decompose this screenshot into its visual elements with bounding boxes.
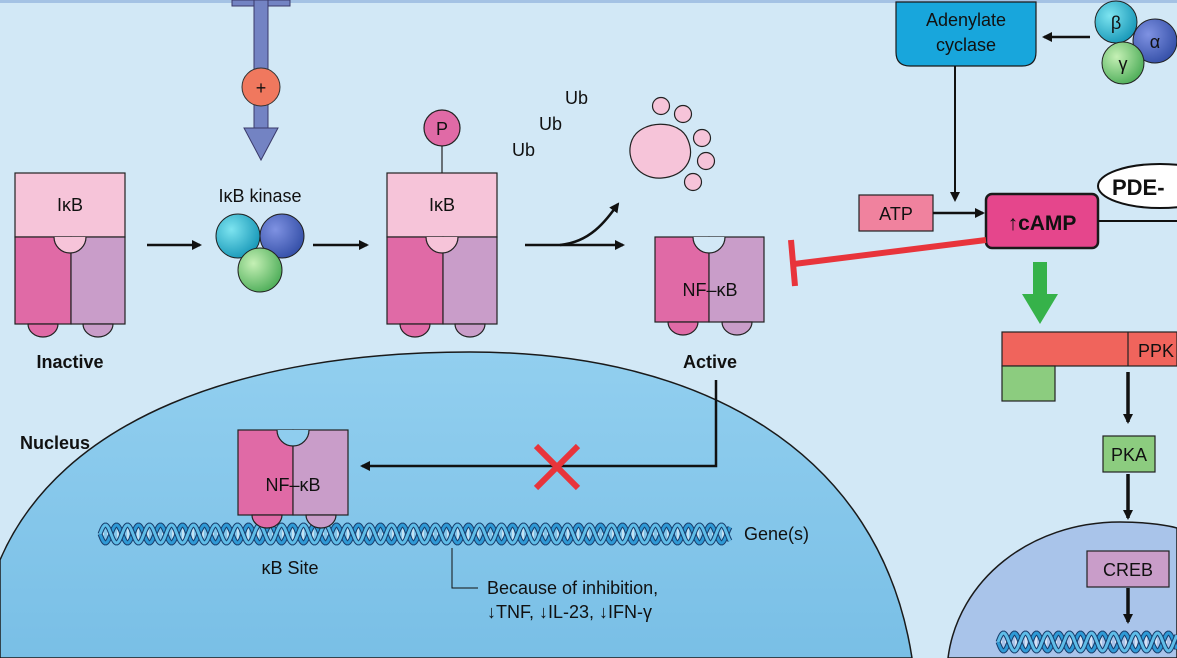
- nfkb-nucleus: NF–κB: [237, 429, 349, 529]
- inactive-label: Inactive: [36, 352, 103, 372]
- inhibition-effects-text: ↓TNF, ↓IL-23, ↓IFN-γ: [487, 602, 652, 622]
- nfkb-active: NF–κB: [654, 236, 765, 336]
- callout-line: [451, 548, 478, 589]
- dna-helix: [97, 522, 733, 546]
- phosphate-label: P: [436, 119, 448, 139]
- ikb-label: IκB: [57, 195, 83, 215]
- activation-arrow: [1022, 262, 1058, 324]
- svg-text:PPK: PPK: [1138, 341, 1174, 361]
- degradation-arrow: [525, 202, 625, 250]
- svg-text:α: α: [1150, 32, 1160, 52]
- svg-text:PDE-: PDE-: [1112, 175, 1165, 200]
- dna-helix-right: [995, 630, 1177, 654]
- svg-text:ATP: ATP: [879, 204, 913, 224]
- adenylate-cyclase: Adenylate cyclase: [895, 1, 1037, 67]
- nfkb-label: NF–κB: [265, 475, 320, 495]
- ikb-nfkb-inactive-complex: IκB: [14, 172, 126, 338]
- translocation-arrow: [360, 380, 718, 471]
- svg-text:cyclase: cyclase: [936, 35, 996, 55]
- ubiquitin-label: Ub: [539, 114, 562, 134]
- blocked-x-icon: [533, 443, 581, 491]
- proteasome-icon: [629, 96, 716, 192]
- atp-box: ATP: [858, 194, 934, 232]
- svg-text:CREB: CREB: [1103, 560, 1153, 580]
- svg-text:β: β: [1111, 13, 1121, 33]
- ikb-label: IκB: [429, 195, 455, 215]
- pka-box: PKA: [1102, 435, 1156, 473]
- ppk-bar: PPK: [1001, 331, 1177, 402]
- camp-box: ↑cAMP: [984, 192, 1100, 250]
- ikb-kinase-label: IκB kinase: [218, 186, 301, 206]
- ikb-kinase-icon: [215, 213, 305, 293]
- svg-text:+: +: [256, 78, 267, 98]
- nucleus: [0, 351, 913, 658]
- kb-site-label: κB Site: [261, 558, 318, 578]
- active-label: Active: [683, 352, 737, 372]
- g-protein-icon: α β γ: [1094, 0, 1177, 85]
- phospho-ikb-complex: P IκB: [386, 109, 498, 338]
- ubiquitin-label: Ub: [512, 140, 535, 160]
- inhibition-text: Because of inhibition,: [487, 578, 658, 598]
- creb-box: CREB: [1086, 550, 1170, 588]
- plus-icon: +: [241, 67, 281, 107]
- nucleus-label: Nucleus: [20, 433, 90, 453]
- svg-text:Adenylate: Adenylate: [926, 10, 1006, 30]
- svg-text:γ: γ: [1119, 54, 1128, 74]
- genes-label: Gene(s): [744, 524, 809, 544]
- svg-text:↑cAMP: ↑cAMP: [1008, 212, 1077, 235]
- svg-text:PKA: PKA: [1111, 445, 1147, 465]
- inhibition-line: [788, 237, 987, 287]
- ubiquitin-label: Ub: [565, 88, 588, 108]
- pde-ellipse: PDE-: [1097, 163, 1177, 209]
- nfkb-label: NF–κB: [682, 280, 737, 300]
